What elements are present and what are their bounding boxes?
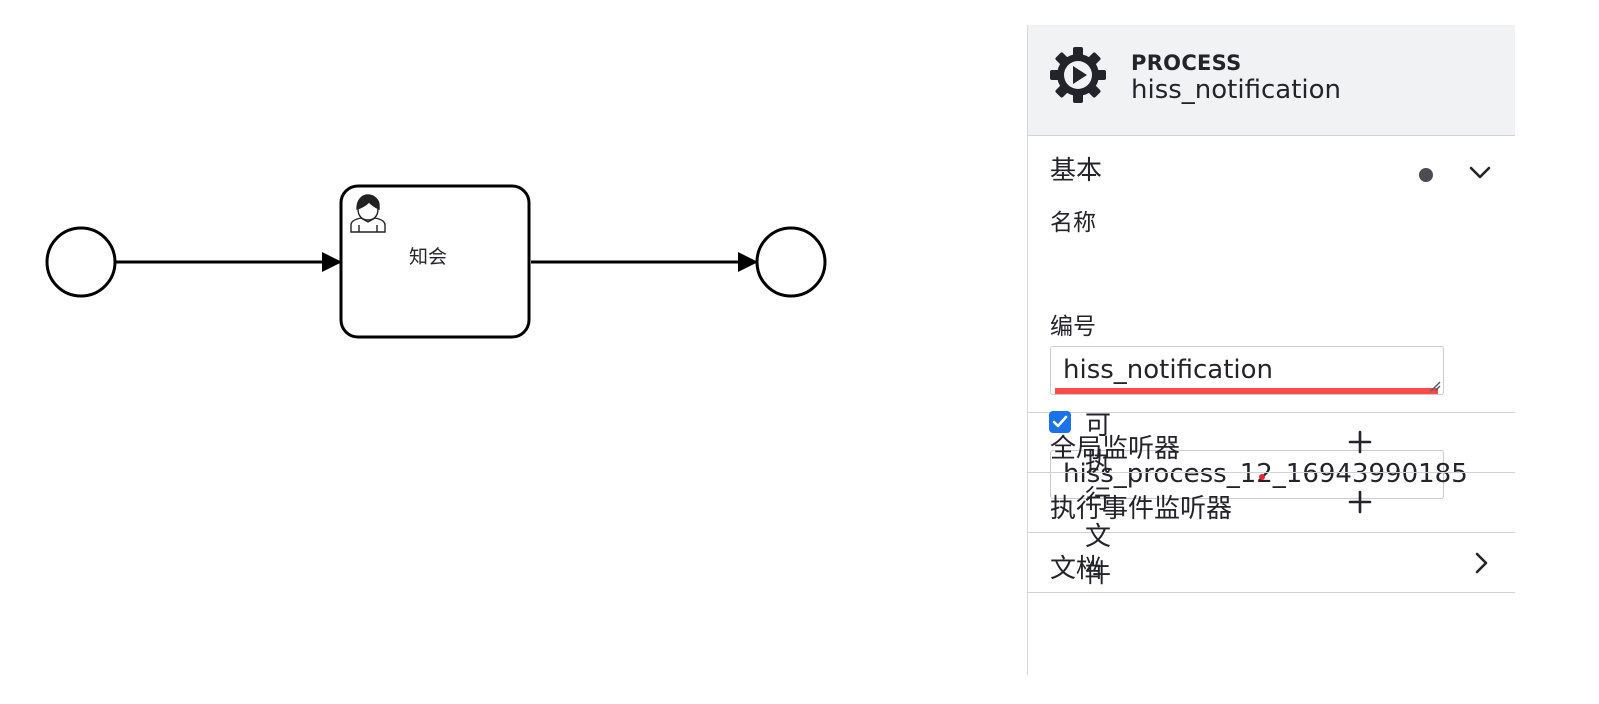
diagram-svg — [45, 184, 827, 339]
user-task[interactable] — [339, 184, 531, 339]
data-marker-dot — [1419, 168, 1433, 182]
group-execution-listeners[interactable]: 执行事件监听器 — [1028, 473, 1515, 533]
element-name: hiss_notification — [1131, 75, 1342, 105]
error-underline — [1055, 388, 1438, 394]
group-global-listeners-title: 全局监听器 — [1050, 434, 1181, 464]
executable-label: 可执行文件 — [1085, 411, 1112, 589]
group-basic-title: 基本 — [1050, 156, 1103, 186]
add-execution-listener-icon[interactable] — [1348, 490, 1372, 514]
bpmn-canvas[interactable]: 知会 — [0, 0, 1020, 704]
properties-panel: PROCESS hiss_notification 基本 名称 hiss_not… — [1027, 25, 1515, 675]
group-basic: 基本 名称 hiss_notification 编号 hiss_process_… — [1028, 136, 1515, 499]
group-global-listeners[interactable]: 全局监听器 — [1028, 413, 1515, 473]
group-documentation[interactable]: 文档 — [1028, 533, 1515, 593]
panel-header: PROCESS hiss_notification — [1028, 25, 1515, 136]
chevron-down-icon[interactable] — [1469, 166, 1491, 180]
resize-grip-icon[interactable] — [1429, 380, 1441, 392]
group-documentation-title: 文档 — [1050, 554, 1103, 584]
cursor-marker — [1259, 474, 1265, 480]
check-icon — [1052, 415, 1068, 428]
element-type: PROCESS — [1131, 51, 1242, 75]
chevron-right-icon[interactable] — [1475, 552, 1489, 574]
name-field-value: hiss_notification — [1063, 355, 1274, 385]
name-label: 名称 — [1050, 210, 1096, 236]
executable-checkbox[interactable] — [1049, 411, 1071, 433]
task-label: 知会 — [408, 245, 447, 268]
add-global-listener-icon[interactable] — [1348, 430, 1372, 454]
group-execution-listeners-title: 执行事件监听器 — [1050, 494, 1233, 524]
name-field[interactable]: hiss_notification — [1050, 346, 1444, 395]
id-label: 编号 — [1050, 314, 1096, 340]
end-event[interactable] — [755, 226, 827, 298]
id-field-value: hiss_process_12_16943990185 — [1063, 459, 1468, 489]
group-basic-header[interactable]: 基本 — [1028, 136, 1515, 198]
process-gear-icon — [1050, 47, 1106, 103]
id-field[interactable]: hiss_process_12_16943990185 — [1050, 450, 1468, 499]
user-icon — [350, 194, 386, 233]
start-event[interactable] — [45, 226, 117, 298]
